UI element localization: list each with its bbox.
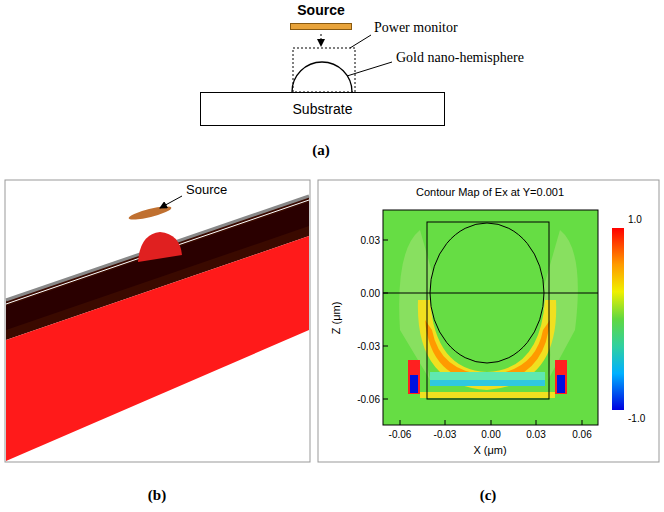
source-bar (290, 23, 352, 30)
label: 0.03 (361, 235, 380, 246)
label: (a) (312, 142, 330, 159)
source-node: Source (290, 2, 352, 30)
leader-line (350, 35, 371, 48)
label: 0.06 (572, 429, 591, 440)
label: 0.03 (526, 429, 545, 440)
power-monitor-box (293, 48, 355, 92)
color-bar (612, 228, 624, 410)
render-panel (5, 180, 310, 462)
label: -0.03 (357, 341, 380, 352)
label: -0.06 (357, 394, 380, 405)
label: 0.00 (361, 288, 380, 299)
contour-map (383, 210, 598, 425)
label: 1.0 (628, 214, 642, 225)
label: Power monitor (374, 20, 458, 35)
source-arrow (321, 34, 322, 46)
substrate-box: Substrate (200, 92, 445, 126)
plot-panel (318, 180, 659, 462)
label: 0.00 (481, 429, 500, 440)
plot-frame (383, 210, 598, 425)
label: Z (μm) (330, 302, 342, 335)
label: -0.03 (434, 429, 457, 440)
label: Contour Map of Ex at Y=0.001 (416, 186, 564, 198)
label: X (μm) (473, 444, 506, 456)
hemisphere (292, 62, 352, 92)
label: Source (186, 183, 227, 197)
label: -1.0 (628, 413, 645, 424)
label: Gold nano-hemisphere (396, 50, 524, 65)
node-label: Source (290, 2, 352, 19)
node-label: Substrate (293, 101, 353, 118)
tick-marks (383, 240, 582, 425)
label: -0.06 (389, 429, 412, 440)
label: (b) (148, 487, 166, 504)
leader-line (347, 62, 392, 76)
render-3d (6, 196, 309, 461)
label: (c) (480, 487, 497, 504)
